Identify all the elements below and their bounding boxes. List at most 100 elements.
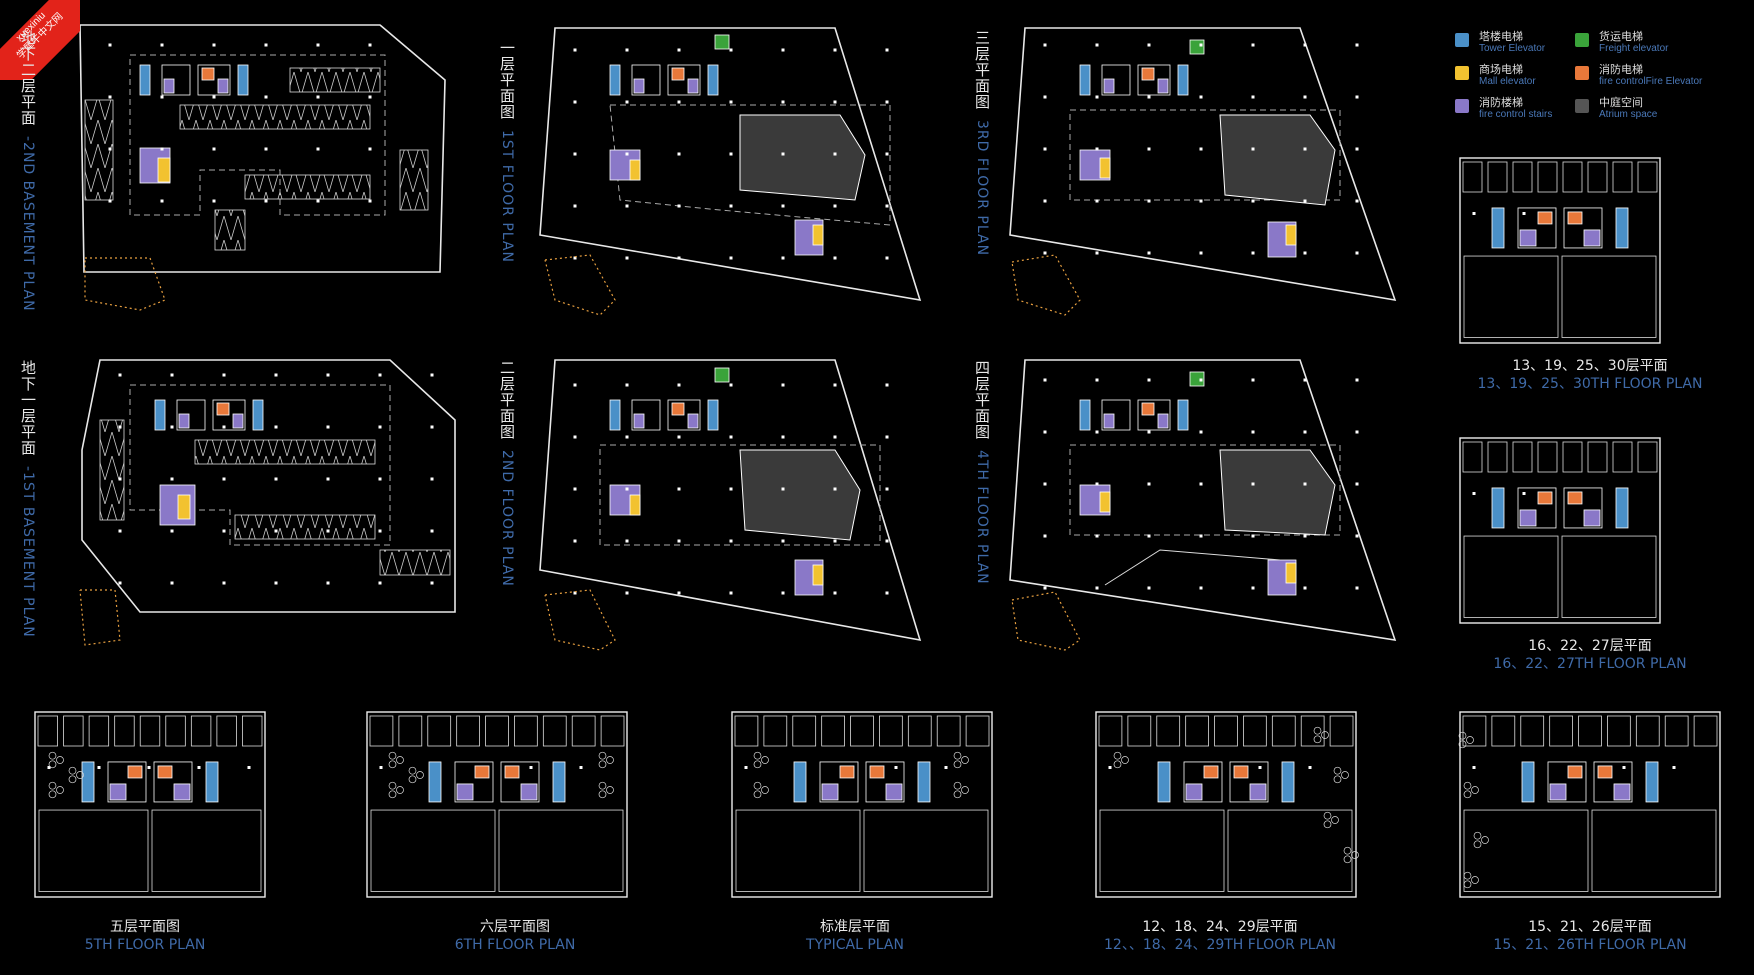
tree [388,790,397,799]
column [1251,430,1255,434]
tree [1481,836,1489,844]
open-office [1591,809,1717,892]
stair [217,78,229,94]
mall-elevator [157,157,171,183]
floor-outline [1459,157,1661,344]
stair [687,413,699,429]
office-room [1214,715,1238,747]
core-room [1547,761,1587,803]
column [885,591,889,595]
stair [456,783,474,801]
column [264,43,268,47]
caption-f12-en: 12、、18、24、29TH FLOOR PLAN [1104,937,1336,953]
stair [1583,229,1601,247]
column [212,199,216,203]
tree [598,760,607,769]
legend-item-fire-elevator: 消防电梯 fire controlFire Elevator [1575,58,1715,90]
column [1355,251,1359,255]
caption-f13-cn: 13、19、25、30层平面 [1512,358,1668,374]
office-room [1462,715,1487,747]
column [573,383,577,387]
column [1251,43,1255,47]
atrium [1219,449,1336,536]
legend-en: fire controlFire Elevator [1599,76,1703,87]
column [625,256,629,260]
label-f1: 一层平面图1ST FLOOR PLAN [497,40,518,263]
drive-aisle [129,384,391,546]
column [108,43,112,47]
outline [539,27,922,302]
stair [1583,509,1601,527]
column [1355,378,1359,382]
caption-f16-cn: 16、22、27层平面 [1528,638,1652,654]
column [1147,199,1151,203]
tower-elevator [1157,761,1171,803]
tree [1331,816,1339,824]
tower-elevator [252,399,264,431]
parking-bay [84,99,114,201]
column [1043,534,1047,538]
column [1199,534,1203,538]
column [573,48,577,52]
column [247,766,251,769]
tower-elevator [707,64,719,96]
column [1199,378,1203,382]
core-room [500,761,540,803]
fire-elevator [474,765,490,779]
column [729,204,733,208]
column [378,477,382,481]
office-room [1487,441,1508,473]
column [1095,586,1099,590]
column [677,435,681,439]
column [729,256,733,260]
column [677,591,681,595]
stair [1157,78,1169,94]
tree [1463,871,1472,880]
mall-elevator [812,224,824,246]
stair [163,78,175,94]
plan-f3 [1009,27,1397,316]
office-room [1491,715,1516,747]
core-room [1101,399,1131,431]
atrium [739,449,861,541]
tree [1323,820,1332,829]
office-room [1637,441,1658,473]
open-office [735,809,861,892]
column [274,477,278,481]
plan-typ [731,711,993,898]
column [97,766,101,769]
office-room [965,715,990,747]
legend-swatch [1455,33,1469,47]
office-room [850,715,874,747]
column [1355,534,1359,538]
tower-elevator [1177,64,1189,96]
legend-en: fire control stairs [1479,109,1553,120]
column [1095,482,1099,486]
office-room [1562,161,1583,193]
core-room [1183,761,1223,803]
legend-cn: 中庭空间 [1599,96,1643,109]
legend-swatch [1455,66,1469,80]
office-room [190,715,212,747]
tree [1323,811,1332,820]
column [885,487,889,491]
column [1303,147,1307,151]
tree [1343,846,1352,855]
office-room [1487,161,1508,193]
column [170,529,174,533]
office-room [1462,441,1483,473]
column [430,581,434,585]
tower-elevator [609,64,621,96]
caption-f15: 15、21、26层平面 15、21、26TH FLOOR PLAN [1460,918,1720,954]
column [1199,430,1203,434]
column [212,95,216,99]
column [729,48,733,52]
column [833,152,837,156]
mall-elevator [1099,491,1111,513]
column [368,147,372,151]
column [781,591,785,595]
legend-cn: 商场电梯 [1479,63,1523,76]
office-room [485,715,509,747]
column [1303,95,1307,99]
